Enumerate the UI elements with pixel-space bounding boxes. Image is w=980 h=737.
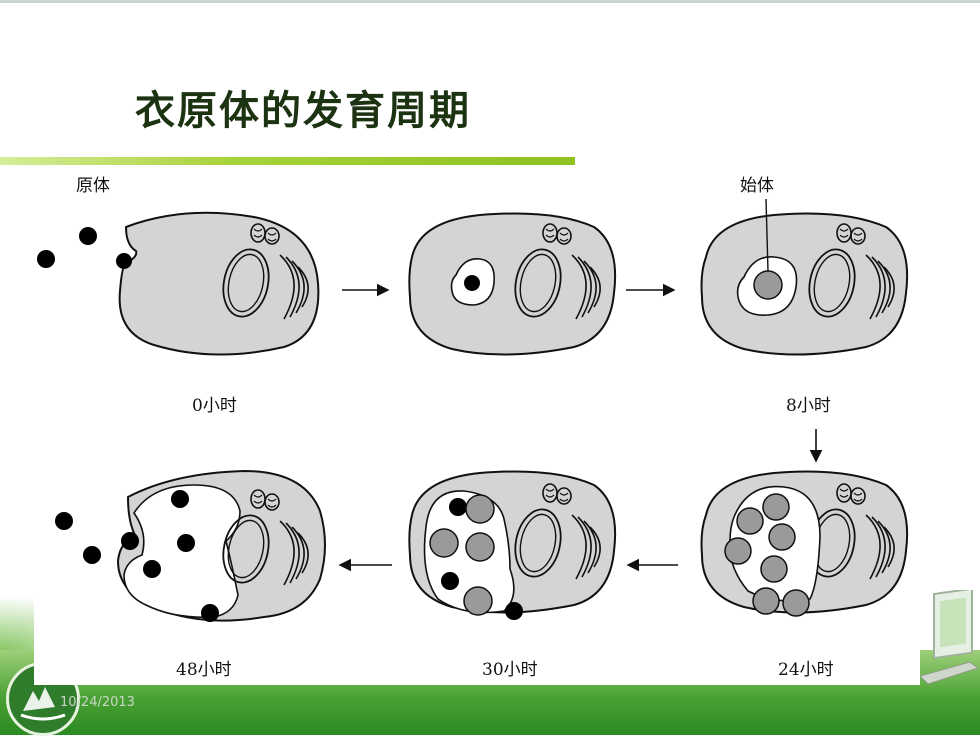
stage-label-30h: 30小时 <box>482 660 538 680</box>
top-rule <box>0 0 980 3</box>
cell-stage-24h <box>700 470 909 617</box>
stage-label-24h: 24小时 <box>778 660 834 680</box>
stage-label-48h: 48小时 <box>176 660 232 680</box>
slide-title: 衣原体的发育周期 <box>135 88 471 134</box>
cell-stage-30h <box>408 470 617 620</box>
label-reticulate-body: 始体 <box>740 176 774 196</box>
stage-label-8h: 8小时 <box>786 396 831 416</box>
slide-date: 10/24/2013 <box>60 695 135 710</box>
cell-stage-intermediate <box>408 212 617 356</box>
cell-stage-48h <box>55 469 326 622</box>
cell-stage-8h <box>700 198 909 356</box>
laptop-icon <box>919 587 980 690</box>
label-elementary-body: 原体 <box>76 176 110 196</box>
cell-stage-0h <box>37 211 320 356</box>
stage-label-0h: 0小时 <box>192 396 237 416</box>
title-underline-bar <box>0 157 575 165</box>
development-cycle-diagram: 原体 始体 0小时 8小时 <box>34 165 920 685</box>
